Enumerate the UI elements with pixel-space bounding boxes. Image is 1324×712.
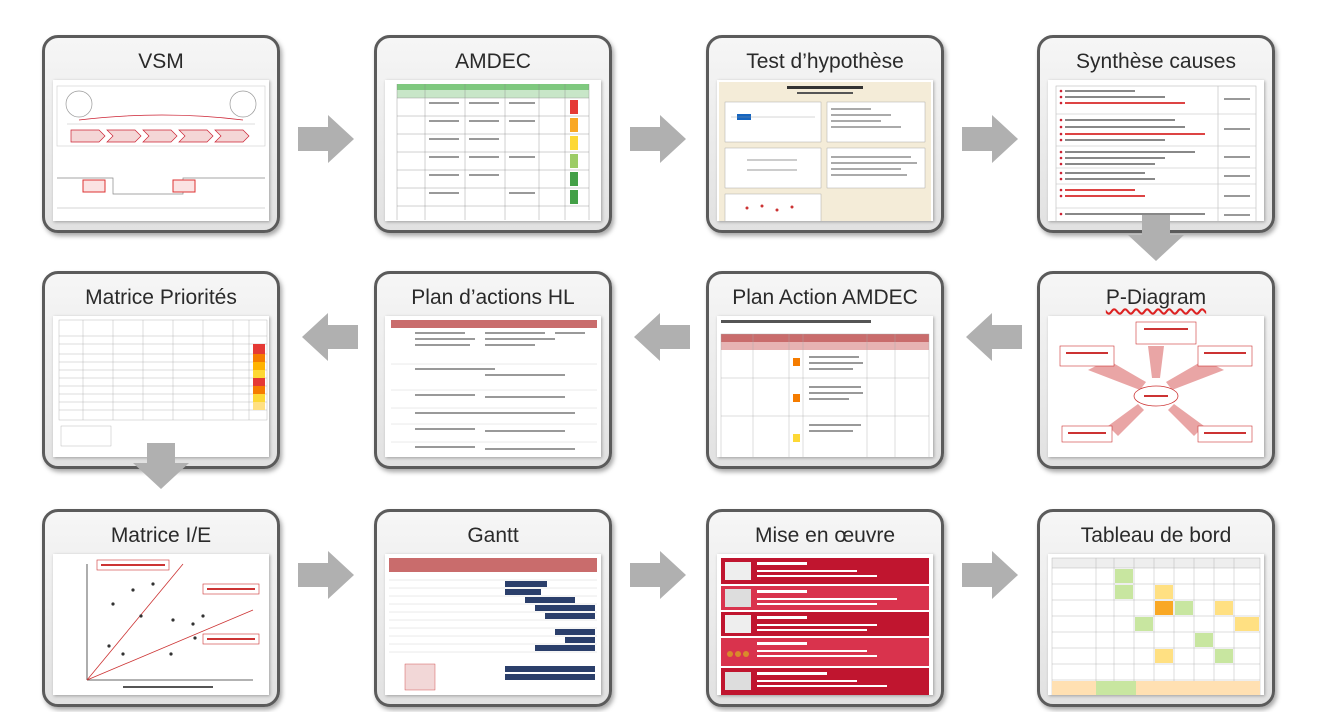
step-title: Gantt (467, 524, 519, 547)
cause-synthesis-thumbnail (1048, 80, 1264, 221)
vsm-thumbnail (53, 80, 269, 221)
step-title: Plan d’actions HL (411, 286, 575, 309)
arrow-right-icon (298, 115, 354, 163)
gantt-thumbnail (385, 554, 601, 695)
arrow-right-icon (298, 551, 354, 599)
implementation-thumbnail (717, 554, 933, 695)
arrow-right-icon (962, 551, 1018, 599)
step-card-hl-action-plan: Plan d’actions HL (374, 271, 612, 469)
step-card-vsm: VSM (42, 35, 280, 233)
arrow-right-icon (630, 551, 686, 599)
step-title: Matrice I/E (110, 524, 212, 547)
arrow-left-icon (302, 313, 358, 361)
step-card-cause-synthesis: Synthèse causes (1037, 35, 1275, 233)
step-title: Synthèse causes (1076, 50, 1236, 73)
step-card-priority-matrix: Matrice Priorités (42, 271, 280, 469)
amdec-action-plan-thumbnail (717, 316, 933, 457)
hl-action-plan-thumbnail (385, 316, 601, 457)
step-card-amdec-action-plan: Plan Action AMDEC (706, 271, 944, 469)
ie-matrix-thumbnail (53, 554, 269, 695)
step-card-hypothesis-test: Test d’hypothèse (706, 35, 944, 233)
arrow-down-icon (133, 443, 189, 489)
step-card-dashboard: Tableau de bord (1037, 509, 1275, 707)
step-card-ie-matrix: Matrice I/E (42, 509, 280, 707)
step-card-implementation: Mise en œuvre (706, 509, 944, 707)
arrow-right-icon (630, 115, 686, 163)
step-title: Test d’hypothèse (746, 50, 904, 73)
step-card-amdec: AMDEC (374, 35, 612, 233)
step-title: Plan Action AMDEC (732, 286, 918, 309)
hypothesis-test-thumbnail (717, 80, 933, 221)
step-title: VSM (138, 50, 184, 73)
priority-matrix-thumbnail (53, 316, 269, 457)
step-title: Tableau de bord (1080, 524, 1232, 547)
dashboard-thumbnail (1048, 554, 1264, 695)
step-title: AMDEC (455, 50, 531, 73)
step-title: P-Diagram (1105, 286, 1207, 309)
arrow-right-icon (962, 115, 1018, 163)
arrow-left-icon (634, 313, 690, 361)
step-title: Matrice Priorités (85, 286, 237, 309)
arrow-down-icon (1128, 215, 1184, 261)
p-diagram-thumbnail (1048, 316, 1264, 457)
step-card-gantt: Gantt (374, 509, 612, 707)
step-title: Mise en œuvre (754, 524, 896, 547)
step-card-p-diagram: P-Diagram (1037, 271, 1275, 469)
arrow-left-icon (966, 313, 1022, 361)
amdec-thumbnail (385, 80, 601, 221)
